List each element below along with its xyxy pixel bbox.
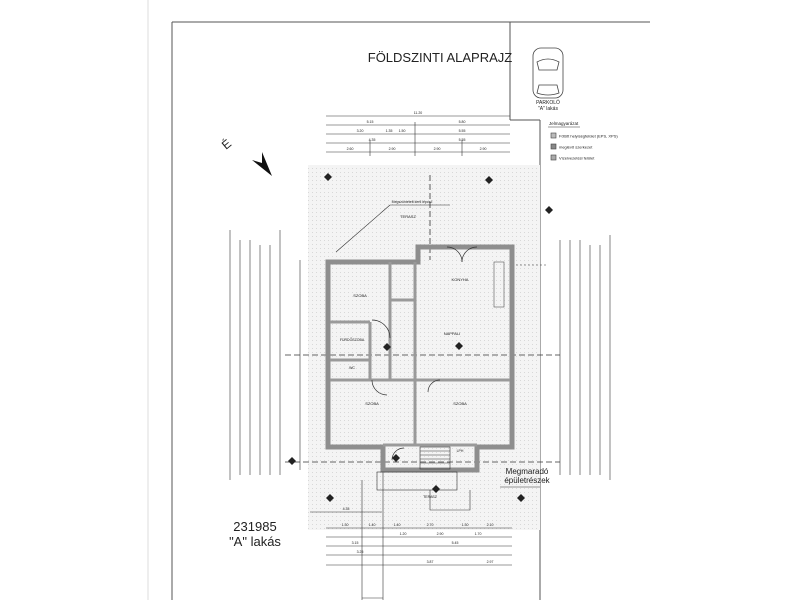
svg-text:2.90: 2.90: [480, 147, 487, 151]
parking-unit: "A" lakás: [538, 106, 558, 112]
svg-text:5.15: 5.15: [367, 120, 374, 124]
svg-text:3.87: 3.87: [427, 560, 434, 564]
terrace-note-leader: [335, 204, 391, 253]
svg-text:2.60: 2.60: [347, 147, 354, 151]
room-label: NAPPALI: [444, 331, 461, 336]
room-label: TERASZ: [400, 214, 416, 219]
svg-text:4.35: 4.35: [343, 507, 350, 511]
bottom-dim-band: [308, 505, 540, 530]
svg-text:É: É: [218, 136, 234, 153]
svg-text:5.45: 5.45: [452, 541, 459, 545]
svg-text:1.70: 1.70: [475, 532, 482, 536]
svg-text:1.20: 1.20: [400, 532, 407, 536]
svg-text:1.50: 1.50: [399, 129, 406, 133]
parking-car-icon: [532, 47, 564, 99]
svg-text:2.97: 2.97: [487, 560, 494, 564]
room-label: SZOBA: [353, 293, 367, 298]
legend-item: meglévő szerkezet: [559, 145, 593, 150]
svg-text:1.35: 1.35: [386, 129, 393, 133]
room-label: FÜRDŐSZOBA: [340, 337, 365, 342]
legend-item: Fűtött helyiségfelület (EPS, XPS): [559, 134, 618, 139]
boundary-note: Megszüntetett kerti lépcső: [392, 200, 433, 204]
svg-text:5.55: 5.55: [459, 138, 466, 142]
svg-text:2.90: 2.90: [437, 532, 444, 536]
legend-title: Jelmagyarázat: [549, 121, 579, 126]
room-label: SZOBA: [365, 401, 379, 406]
bottom-dimension-values: 4.35 1.30 1.40 1.40 2.70 1.30 2.10 1.20 …: [342, 507, 494, 564]
svg-text:11.20: 11.20: [414, 111, 423, 115]
svg-text:1.30: 1.30: [462, 523, 469, 527]
drawing-title: FÖLDSZINTI ALAPRAJZ: [367, 50, 513, 65]
building-walls: [325, 244, 515, 473]
svg-text:4.35: 4.35: [369, 138, 376, 142]
legend-swatches: [550, 132, 557, 161]
north-arrow-icon: É: [218, 136, 272, 176]
site-area: [308, 165, 540, 505]
entrance-area: [376, 471, 540, 511]
level-markers: [288, 173, 553, 502]
stairs: [419, 446, 451, 470]
room-label: WC: [349, 366, 355, 370]
svg-text:3.15: 3.15: [352, 541, 359, 545]
svg-text:1.40: 1.40: [369, 523, 376, 527]
svg-text:2.70: 2.70: [427, 523, 434, 527]
top-dimension-values: 11.20 5.15 5.80 3.20 1.35 1.50 5.55 4.35…: [347, 111, 487, 151]
svg-text:3.25: 3.25: [357, 550, 364, 554]
svg-text:1.30: 1.30: [342, 523, 349, 527]
left-dimension-lines: [229, 230, 301, 480]
legend-item: Vízelvezetési felület: [559, 156, 595, 161]
room-label: KONYHA: [452, 277, 469, 282]
room-label: SZOBA: [453, 401, 467, 406]
svg-text:1.40: 1.40: [394, 523, 401, 527]
kitchen-counter: [493, 261, 505, 308]
svg-text:5.80: 5.80: [459, 120, 466, 124]
room-label: TERASZ: [423, 495, 438, 499]
room-label: LPH: [457, 449, 464, 453]
remaining-building-label: Megmaradó épületrészek: [504, 467, 550, 485]
project-number: 231985: [233, 519, 277, 534]
svg-text:2.90: 2.90: [389, 147, 396, 151]
bottom-dimension-lines: [310, 470, 512, 600]
doors: [371, 246, 478, 461]
svg-text:2.10: 2.10: [487, 523, 494, 527]
inner-walls: [330, 262, 510, 447]
right-dimension-lines: [512, 235, 611, 480]
svg-text:2.90: 2.90: [434, 147, 441, 151]
top-dimension-lines: [326, 115, 510, 156]
parking-label: PARKOLÓ: [536, 99, 560, 106]
svg-text:3.20: 3.20: [357, 129, 364, 133]
svg-text:5.55: 5.55: [459, 129, 466, 133]
unit-label: "A" lakás: [229, 534, 281, 549]
